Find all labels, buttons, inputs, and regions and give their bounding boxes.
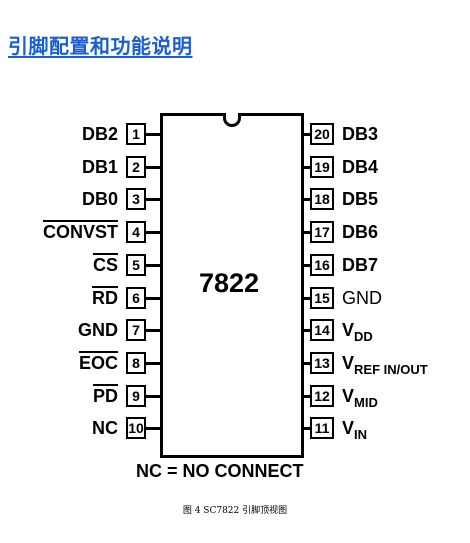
pin-number-box: 8 xyxy=(126,351,146,374)
pin-label: RD xyxy=(92,287,118,308)
pin-number-box: 14 xyxy=(310,319,334,342)
pin-label-main: V xyxy=(342,418,355,439)
pin-lead xyxy=(146,263,160,267)
pin-number-box: 6 xyxy=(126,286,146,309)
chip-notch xyxy=(223,113,241,127)
pin-number-box: 11 xyxy=(310,417,334,440)
pin-number-box: 9 xyxy=(126,384,146,407)
pin-label-main: V xyxy=(342,320,355,341)
pin-label: PD xyxy=(92,385,118,406)
pin-lead xyxy=(304,427,310,431)
pin-label-subscript: IN xyxy=(354,427,368,443)
pin-label-main: DB4 xyxy=(342,156,379,177)
pin-label-main: V xyxy=(342,385,355,406)
pin-label-main: DB6 xyxy=(342,222,379,243)
pin-label-subscript: DD xyxy=(354,329,373,345)
pin-label-main: V xyxy=(342,352,355,373)
pin-number-box: 13 xyxy=(310,351,334,374)
pin-label: VIN xyxy=(342,418,368,443)
pin-label: VMID xyxy=(342,385,378,410)
pin-lead xyxy=(146,231,160,235)
pin-label: DB0 xyxy=(81,189,118,210)
section-title: 引脚配置和功能说明 xyxy=(8,34,193,58)
pin-number-box: 15 xyxy=(310,286,334,309)
pin-label: DB3 xyxy=(342,124,378,145)
pin-lead xyxy=(304,296,310,300)
pin-number-box: 2 xyxy=(126,155,146,178)
pin-label: CONVST xyxy=(42,222,118,243)
figure-caption: 图 4 SC7822 引脚顶视图 xyxy=(182,506,288,516)
pin-label: VREF IN/OUT xyxy=(342,352,428,377)
pin-number-box: 1 xyxy=(126,123,146,145)
pin-lead xyxy=(304,231,310,235)
pin-label: EOC xyxy=(78,352,118,373)
pin-lead xyxy=(304,165,310,169)
pin-label: DB4 xyxy=(342,157,378,178)
pin-lead xyxy=(304,263,310,267)
pin-label: DB2 xyxy=(81,124,118,144)
pin-number-box: 5 xyxy=(126,253,146,276)
pin-number-box: 17 xyxy=(310,221,334,244)
pin-label: DB6 xyxy=(342,222,378,243)
pin-lead xyxy=(146,165,160,169)
pin-number-box: 3 xyxy=(126,188,146,211)
pin-number-box: 20 xyxy=(310,123,334,145)
pin-label: GND xyxy=(78,320,118,341)
pin-number-box: 12 xyxy=(310,384,334,407)
pin-lead xyxy=(146,133,160,136)
pin-label: NC xyxy=(92,418,118,439)
pin-label: GND xyxy=(342,288,382,309)
pin-lead xyxy=(146,198,160,202)
pin-label-main: DB5 xyxy=(342,189,379,210)
pin-number-box: 4 xyxy=(126,221,146,244)
pin-lead xyxy=(304,133,310,136)
pin-number-box: 19 xyxy=(310,155,334,178)
pin-lead xyxy=(304,329,310,333)
pin-label-main: DB3 xyxy=(342,124,379,144)
pin-number-box: 10 xyxy=(126,417,146,440)
pin-label: DB7 xyxy=(342,255,378,276)
pin-lead xyxy=(304,394,310,398)
pin-label-subscript: MID xyxy=(354,394,378,410)
pin-label-subscript: REF IN/OUT xyxy=(354,361,428,377)
pin-lead xyxy=(146,361,160,365)
pin-number-box: 7 xyxy=(126,319,146,342)
pin-label: DB1 xyxy=(81,156,118,177)
chip-body: 7822 xyxy=(160,113,304,458)
pin-label: DB5 xyxy=(342,189,378,210)
pin-lead xyxy=(146,329,160,333)
pin-number-box: 18 xyxy=(310,188,334,211)
pin-number-box: 16 xyxy=(310,253,334,276)
pin-label: VDD xyxy=(342,320,373,345)
pin-label-main: GND xyxy=(342,287,382,308)
pin-label: CS xyxy=(92,254,118,275)
pin-lead xyxy=(146,394,160,398)
pin-lead xyxy=(146,296,160,300)
footnote: NC = NO CONNECT xyxy=(136,461,304,481)
pin-label-main: DB7 xyxy=(342,254,379,275)
pin-lead xyxy=(304,361,310,365)
chip-name: 7822 xyxy=(199,268,260,298)
pin-lead xyxy=(304,198,310,202)
pin-lead xyxy=(146,427,160,431)
